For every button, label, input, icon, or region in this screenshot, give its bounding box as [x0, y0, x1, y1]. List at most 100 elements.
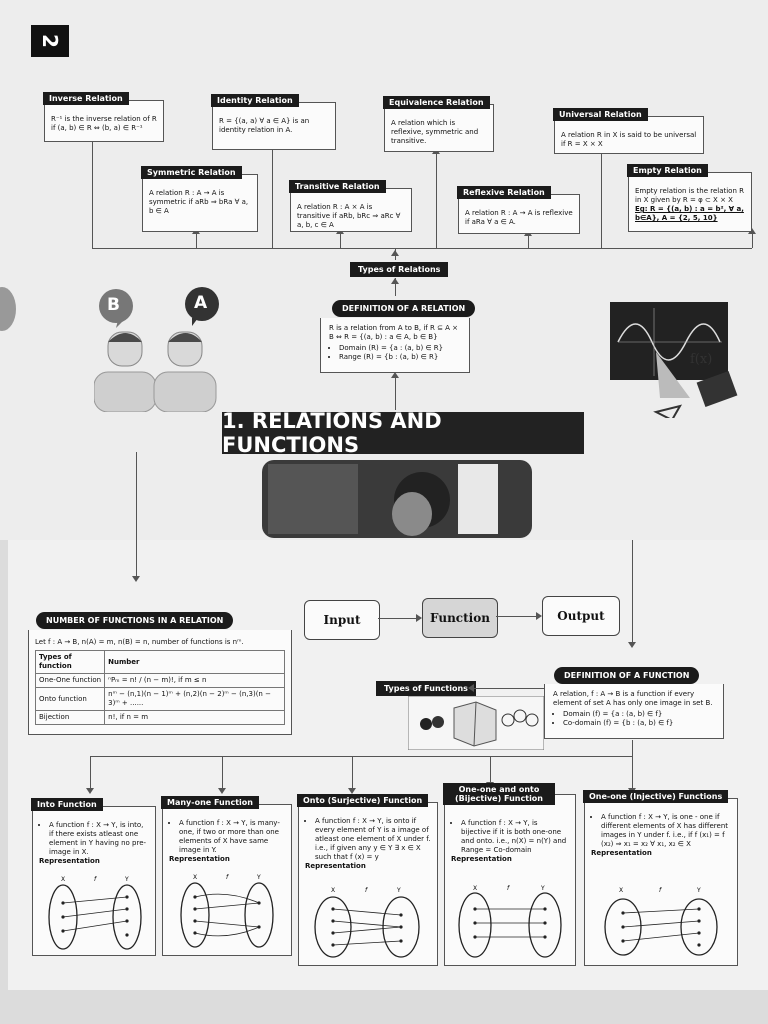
definition-function-list: Domain (f) = {a : (a, b) ∈ f} Co-domain … — [553, 710, 717, 728]
list-item: Domain (R) = {a : (a, b) ∈ R} — [339, 344, 463, 353]
box-text: A function f : X → Y, is bijective if it… — [445, 795, 575, 868]
set-x-label: X — [193, 874, 197, 881]
list-item: Range (R) = {b : (a, b) ∈ R} — [339, 353, 463, 362]
flow-output-box: Output — [542, 596, 620, 636]
box-text: A relation which is reflexive, symmetric… — [391, 119, 479, 145]
connector — [632, 740, 633, 756]
speech-bubble-b: B — [107, 295, 120, 315]
definition-relation-statement: R is a relation from A to B, if R ⊆ A × … — [329, 324, 459, 341]
arrow-up-icon — [391, 372, 399, 378]
box-text: A function f : X → Y, is many-one, if tw… — [163, 805, 291, 868]
box-title: Transitive Relation — [289, 180, 386, 193]
number-of-functions-title: NUMBER OF FUNCTIONS IN A RELATION — [36, 612, 234, 629]
relations-connector-line — [92, 248, 752, 249]
connector — [340, 232, 341, 248]
table-header-row: Types of function Number — [34, 650, 285, 674]
box-title: Identity Relation — [211, 94, 299, 107]
identity-relation-box: Identity Relation R = {(a, a) ∀ a ∈ A} i… — [211, 94, 336, 150]
connector — [436, 152, 437, 248]
box-title: Many-one Function — [161, 796, 259, 809]
definition-relation-list: Domain (R) = {a : (a, b) ∈ R} Range (R) … — [329, 344, 463, 362]
empty-relation-example: Eg: R = {(a, b) : a = b², ∀ a, b∈A}, A =… — [635, 205, 744, 222]
bijective-function-box: One-one and onto (Bijective) Function A … — [443, 783, 576, 966]
empty-relation-text: Empty relation is the relation R in X gi… — [635, 187, 744, 204]
connector — [395, 374, 396, 410]
connector — [196, 232, 197, 248]
student-photo — [262, 460, 532, 538]
reflexive-relation-box: Reflexive Relation A relation R : A → A … — [457, 186, 580, 234]
box-text: A function f : X → Y, is onto if every e… — [299, 803, 437, 875]
number-of-functions-box: Let f : A → B, n(A) = m, n(B) = n, numbe… — [28, 630, 292, 735]
box-text: R = {(a, a) ∀ a ∈ A} is an identity rela… — [219, 117, 310, 134]
table-cell: n!, if n = m — [104, 710, 285, 725]
table-row: Onto function nᵐ − (n,1)(n − 1)ᵐ + (n,2)… — [34, 687, 285, 711]
box-text: A function f : X → Y, is into, if there … — [33, 807, 155, 870]
set-x-label: X — [473, 885, 477, 892]
arrow-up-icon — [391, 278, 399, 284]
connector — [528, 234, 529, 248]
f-label: f — [507, 885, 510, 892]
f-label: f — [659, 887, 662, 894]
definition-function-text: A relation, f : A → B is a function if e… — [545, 684, 723, 728]
definition-relation-text: R is a relation from A to B, if R ⊆ A × … — [321, 318, 469, 364]
box-text: A relation R in X is said to be universa… — [561, 131, 697, 148]
box-title: Equivalence Relation — [383, 96, 490, 109]
into-function-box: Into Function A function f : X → Y, is i… — [31, 798, 156, 956]
arrow-down-icon — [218, 788, 226, 794]
arrow-down-icon — [628, 642, 636, 648]
connector — [601, 152, 602, 248]
representation-label: Representation — [305, 862, 366, 870]
flow-input-box: Input — [304, 600, 380, 640]
box-title: Into Function — [31, 798, 103, 811]
arrow-down-icon — [132, 576, 140, 582]
injective-function-box: One-one (Injective) Functions A function… — [583, 790, 738, 966]
arrow-down-icon — [348, 788, 356, 794]
connector — [272, 148, 273, 248]
list-item: A function f : X → Y, is many-one, if tw… — [179, 819, 285, 855]
types-of-functions-label: Types of Functions — [376, 681, 476, 696]
connector — [90, 756, 632, 757]
box-title: Reflexive Relation — [457, 186, 551, 199]
connector — [474, 688, 544, 689]
connector — [490, 756, 491, 784]
graph-board-illustration — [610, 302, 738, 418]
box-text: Empty relation is the relation R in X gi… — [629, 173, 751, 227]
inverse-relation-box: Inverse Relation R⁻¹ is the inverse rela… — [43, 92, 164, 142]
set-y-label: Y — [256, 874, 261, 881]
set-y-label: Y — [396, 887, 401, 894]
number-of-functions-intro: Let f : A → B, n(A) = m, n(B) = n, numbe… — [35, 638, 244, 646]
definition-function-statement: A relation, f : A → B is a function if e… — [553, 690, 713, 707]
function-machine-illustration — [408, 696, 544, 750]
arrow-up-icon — [748, 228, 756, 234]
box-title: Inverse Relation — [43, 92, 129, 105]
box-title: Onto (Surjective) Function — [297, 794, 429, 807]
definition-function-title: DEFINITION OF A FUNCTION — [554, 667, 700, 684]
table-row: Bijection n!, if n = m — [34, 710, 285, 725]
connector — [496, 616, 538, 617]
table-cell: One-One function — [34, 673, 106, 688]
number-of-functions-table: Types of function Number One-One functio… — [34, 650, 285, 725]
universal-relation-box: Universal Relation A relation R in X is … — [553, 108, 704, 154]
page-number-badge: 2 — [31, 25, 69, 57]
table-header: Types of function — [34, 650, 106, 674]
representation-label: Representation — [39, 857, 100, 865]
list-item: A function f : X → Y, is onto if every e… — [315, 817, 431, 862]
arrow-down-icon — [86, 788, 94, 794]
symmetric-relation-box: Symmetric Relation A relation R : A → A … — [141, 166, 258, 232]
connector — [136, 452, 137, 578]
list-item: A function f : X → Y, is one - one if di… — [601, 813, 731, 849]
definition-function-box: A relation, f : A → B is a function if e… — [544, 684, 724, 739]
arrow-left-icon — [468, 684, 474, 692]
set-y-label: Y — [696, 887, 701, 894]
box-title: One-one (Injective) Functions — [583, 790, 729, 803]
list-item: A function f : X → Y, is into, if there … — [49, 821, 149, 857]
into-diagram: X Y f — [48, 876, 142, 950]
set-x-label: X — [619, 887, 623, 894]
two-boys-illustration — [94, 287, 219, 412]
list-item: A function f : X → Y, is bijective if it… — [461, 819, 569, 855]
f-label: f — [94, 876, 97, 883]
decorative-shape-icon — [0, 287, 16, 331]
connector — [90, 756, 91, 790]
connector — [395, 278, 396, 296]
arrow-right-icon — [416, 614, 422, 622]
